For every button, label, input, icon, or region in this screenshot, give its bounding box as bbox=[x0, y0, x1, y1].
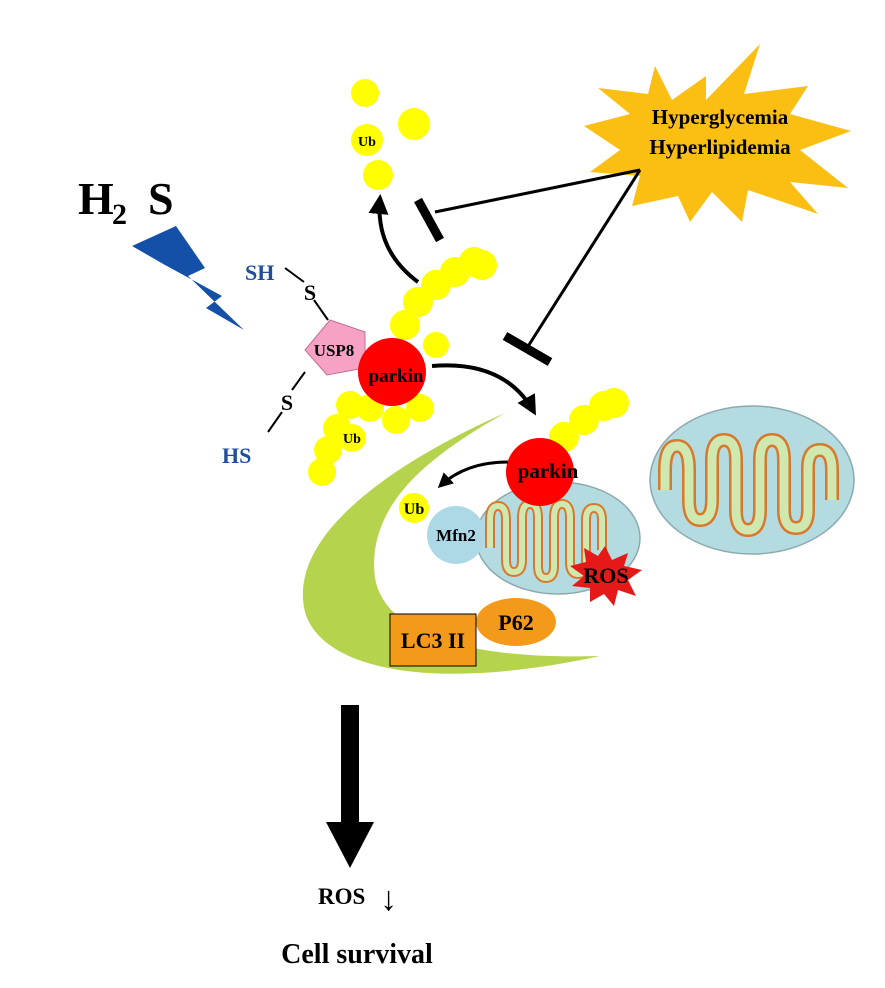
mitochondrion-right bbox=[649, 405, 855, 555]
stress-starburst: Hyperglycemia Hyperlipidemia bbox=[584, 44, 851, 222]
usp8-label: USP8 bbox=[314, 341, 355, 360]
parkin-translocation-arrow bbox=[431, 363, 536, 416]
ub-mid-label: Ub bbox=[404, 501, 425, 518]
ubiquitin-chain-upper bbox=[390, 247, 497, 358]
big-arrow-head bbox=[326, 822, 374, 868]
ub-circle-mid bbox=[399, 493, 429, 523]
p62-label: P62 bbox=[498, 610, 533, 635]
p62-ellipse bbox=[476, 598, 556, 646]
ub-circle bbox=[351, 79, 379, 107]
h2s-h: H bbox=[78, 173, 114, 224]
h2s-subscript: 2 bbox=[112, 198, 127, 231]
ub-circle bbox=[363, 160, 393, 190]
ros-down-label: ROS bbox=[318, 884, 365, 909]
ub-left-label: Ub bbox=[343, 432, 361, 447]
deubiquitination-arrow bbox=[368, 194, 420, 284]
parkin-2-label: parkin bbox=[518, 459, 579, 483]
free-ubiquitin-top: Ub bbox=[351, 79, 430, 190]
ros-burst-label: ROS bbox=[583, 563, 628, 588]
cell-survival-label: Cell survival bbox=[281, 939, 433, 970]
hs-label: HS bbox=[222, 443, 251, 468]
inhibition-bar-lower bbox=[502, 332, 553, 366]
inhibition-line-upper bbox=[434, 168, 641, 214]
h2s-s: S bbox=[148, 173, 174, 224]
explosion-burst-icon bbox=[570, 546, 642, 606]
inhibition-bar-upper bbox=[414, 197, 444, 243]
s-bottom-label: S bbox=[281, 390, 293, 415]
ubiquitin-chain-lower: Ub bbox=[308, 391, 434, 486]
ub-top-label: Ub bbox=[358, 135, 376, 150]
ub-circle bbox=[351, 124, 383, 156]
ub-circle bbox=[398, 108, 430, 140]
mfn2-label: Mfn2 bbox=[436, 526, 476, 545]
parkin-1-label: parkin bbox=[369, 366, 424, 387]
parkin-circle-1 bbox=[358, 338, 426, 406]
lc3-box bbox=[389, 613, 477, 667]
hyperglycemia-label: Hyperglycemia bbox=[652, 105, 789, 129]
hyperlipidemia-label: Hyperlipidemia bbox=[649, 135, 791, 159]
starburst-shape bbox=[584, 44, 851, 222]
big-arrow-shaft bbox=[341, 705, 359, 825]
inhibition-lines bbox=[414, 168, 642, 366]
s-top-label: S bbox=[304, 280, 316, 305]
down-arrow-glyph: ↓ bbox=[380, 881, 397, 918]
phagophore-crescent bbox=[302, 413, 600, 674]
parkin-circle-2 bbox=[506, 438, 574, 506]
mfn2-circle bbox=[427, 506, 485, 564]
sh-label: SH bbox=[245, 260, 274, 285]
ubiquitin-chain-parkin2 bbox=[549, 388, 629, 452]
lc3-label: LC3 II bbox=[401, 628, 465, 653]
ubiquitination-arrow bbox=[437, 460, 509, 489]
usp8-pentagon bbox=[304, 319, 366, 376]
sulfhydration-bond-bottom-2 bbox=[267, 411, 283, 433]
inhibition-line-lower bbox=[525, 169, 642, 349]
lightning-bolt-icon bbox=[132, 226, 244, 330]
sulfhydration-bond-bottom bbox=[291, 371, 306, 391]
h2s-label: H 2 S bbox=[78, 173, 174, 231]
sulfhydration-bond-top bbox=[284, 267, 305, 283]
sulfhydration-bond-top-2 bbox=[313, 299, 329, 321]
